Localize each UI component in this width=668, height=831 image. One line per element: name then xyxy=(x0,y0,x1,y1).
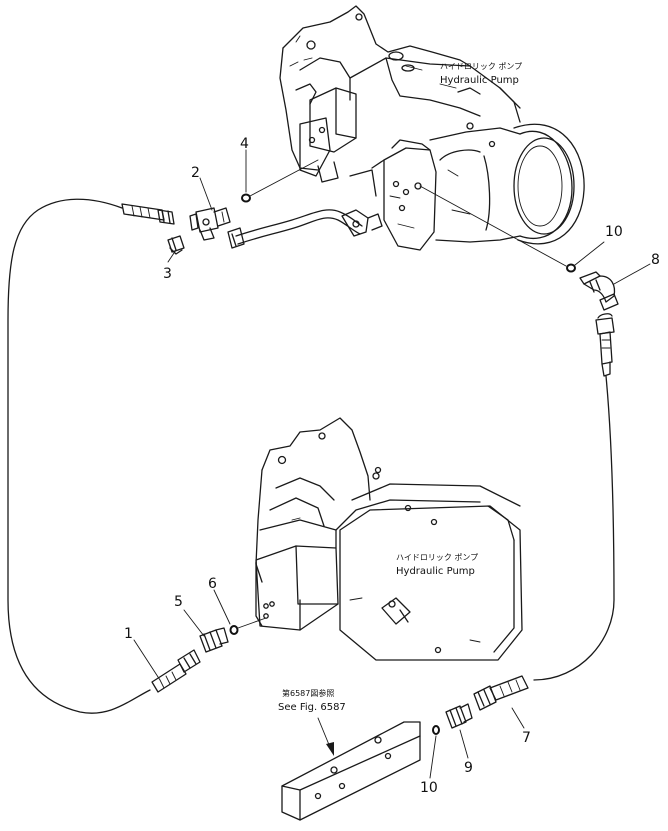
callout-9-line xyxy=(459,729,469,759)
callout-9: 9 xyxy=(464,760,473,776)
part-5-connector xyxy=(199,627,229,653)
callout-1-line xyxy=(133,639,161,681)
top-short-tube xyxy=(227,209,383,249)
part-3-plug xyxy=(167,235,185,255)
callout-8-line xyxy=(613,263,651,285)
callout-5-line xyxy=(183,609,205,637)
callout-3-line xyxy=(167,249,177,263)
pump-bottom-jp-label: ハイドロリック ポンプ xyxy=(396,553,478,562)
callout-6: 6 xyxy=(208,576,217,592)
pump-top-en-label: Hydraulic Pump xyxy=(440,75,519,86)
callout-10-upper: 10 xyxy=(605,224,623,240)
reference-arrow-head xyxy=(326,742,334,756)
see-fig-jp-label: 第6587図参照 xyxy=(282,688,334,698)
part-8-elbow xyxy=(579,271,619,311)
callout-4: 4 xyxy=(240,136,249,152)
part-10-leader-upper xyxy=(419,185,567,267)
hydraulic-pump-top xyxy=(279,5,585,251)
callout-2-line xyxy=(199,177,213,211)
part-9-connector xyxy=(445,703,473,729)
callout-1: 1 xyxy=(124,626,133,642)
part-10-o-ring-upper xyxy=(566,263,576,273)
long-tube-right xyxy=(533,313,615,681)
callout-5: 5 xyxy=(174,594,183,610)
hydraulic-pump-bottom xyxy=(255,417,523,661)
callout-7-line xyxy=(511,707,525,729)
part-4-leader xyxy=(249,159,319,197)
see-fig-en-label: See Fig. 6587 xyxy=(278,702,346,713)
pump-bottom-en-label: Hydraulic Pump xyxy=(396,566,475,577)
part-4-o-ring xyxy=(241,193,251,203)
callout-10-upper-line xyxy=(574,241,605,266)
long-tube-left xyxy=(7,198,201,714)
part-6-o-ring xyxy=(229,625,239,635)
callout-10-lower: 10 xyxy=(420,780,438,796)
callout-2: 2 xyxy=(191,165,200,181)
reference-block xyxy=(281,721,421,821)
callout-10-lower-line xyxy=(429,735,437,779)
callout-7: 7 xyxy=(522,730,531,746)
part-2-tee-fitting xyxy=(189,207,231,241)
callout-6-line xyxy=(213,589,231,625)
callout-3: 3 xyxy=(163,266,172,282)
callout-8: 8 xyxy=(651,252,660,268)
pump-top-jp-label: ハイドロリック ポンプ xyxy=(440,62,522,71)
part-10-o-ring-lower xyxy=(432,725,440,735)
part-7-fitting xyxy=(473,675,529,711)
part-6-leader xyxy=(237,617,267,629)
